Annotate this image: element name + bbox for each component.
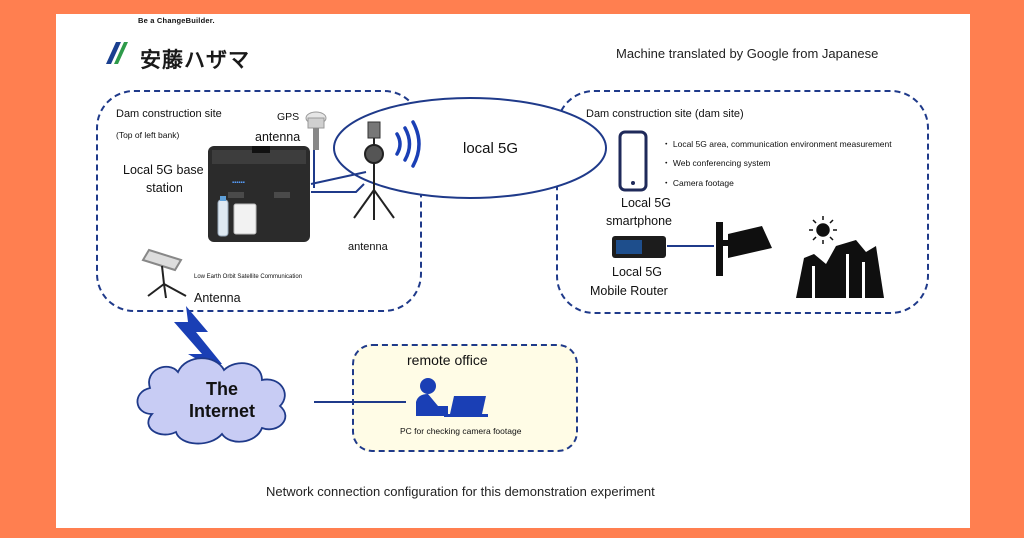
diagram-card: Be a ChangeBuilder. 安藤ハザマ Machine transl… (56, 14, 970, 528)
sun-icon (809, 216, 837, 244)
internet-cloud-icon (136, 357, 287, 445)
connection-lines (310, 150, 714, 403)
base-station-label-2: station (146, 181, 183, 195)
satellite-antenna-icon (141, 248, 187, 299)
remote-office-region (352, 344, 578, 452)
gps-label: GPS (277, 111, 300, 123)
gps-antenna-label: antenna (255, 130, 301, 144)
brand-name: 安藤ハザマ (140, 49, 250, 72)
right-site-title: Dam construction site (dam site) (586, 108, 744, 120)
bullet-3: ・ Camera footage (662, 178, 734, 188)
tripod-antenna-icon (353, 121, 395, 220)
diagram-graphics: ▪▪▪▪▪▪ (136, 97, 884, 445)
router-label-1: Local 5G (612, 265, 663, 279)
local5g-ellipse (333, 97, 607, 199)
smartphone-label-2: smartphone (606, 214, 673, 228)
camera-icon (716, 222, 772, 276)
smartphone-icon (618, 130, 648, 192)
radio-waves-icon (395, 120, 421, 168)
diagram-caption: Network connection configuration for thi… (266, 484, 655, 499)
panel-antenna-icon (233, 203, 257, 235)
lightning-icon (174, 306, 226, 376)
brand-tagline: Be a ChangeBuilder. (138, 16, 215, 25)
translation-note: Machine translated by Google from Japane… (616, 46, 879, 61)
local5g-label: local 5G (463, 140, 519, 157)
office-title: remote office (407, 352, 488, 368)
pc-label: PC for checking camera footage (400, 426, 522, 436)
smartphone-label-1: Local 5G (621, 196, 672, 210)
dam-icon (796, 240, 884, 298)
gps-antenna-icon (305, 111, 327, 150)
company-logo-icon (106, 42, 128, 64)
bullet-2: ・ Web conferencing system (662, 158, 771, 168)
antenna-label: antenna (348, 241, 388, 253)
leo-label: Low Earth Orbit Satellite Communication (194, 274, 303, 280)
bullet-1: ・ Local 5G area, communication environme… (662, 139, 892, 149)
svg-text:▪▪▪▪▪▪: ▪▪▪▪▪▪ (232, 180, 245, 186)
left-site-subtitle: (Top of left bank) (116, 130, 180, 140)
internet-label: The Internet (188, 379, 255, 421)
person-pc-icon (416, 378, 488, 417)
left-site-title: Dam construction site (116, 108, 222, 120)
router-label-2: Mobile Router (590, 284, 668, 298)
base-station-label-1: Local 5G base (123, 163, 204, 177)
leo-antenna-label: Antenna (194, 291, 241, 305)
bottle-icon (217, 196, 229, 237)
mobile-router-icon (612, 236, 666, 258)
